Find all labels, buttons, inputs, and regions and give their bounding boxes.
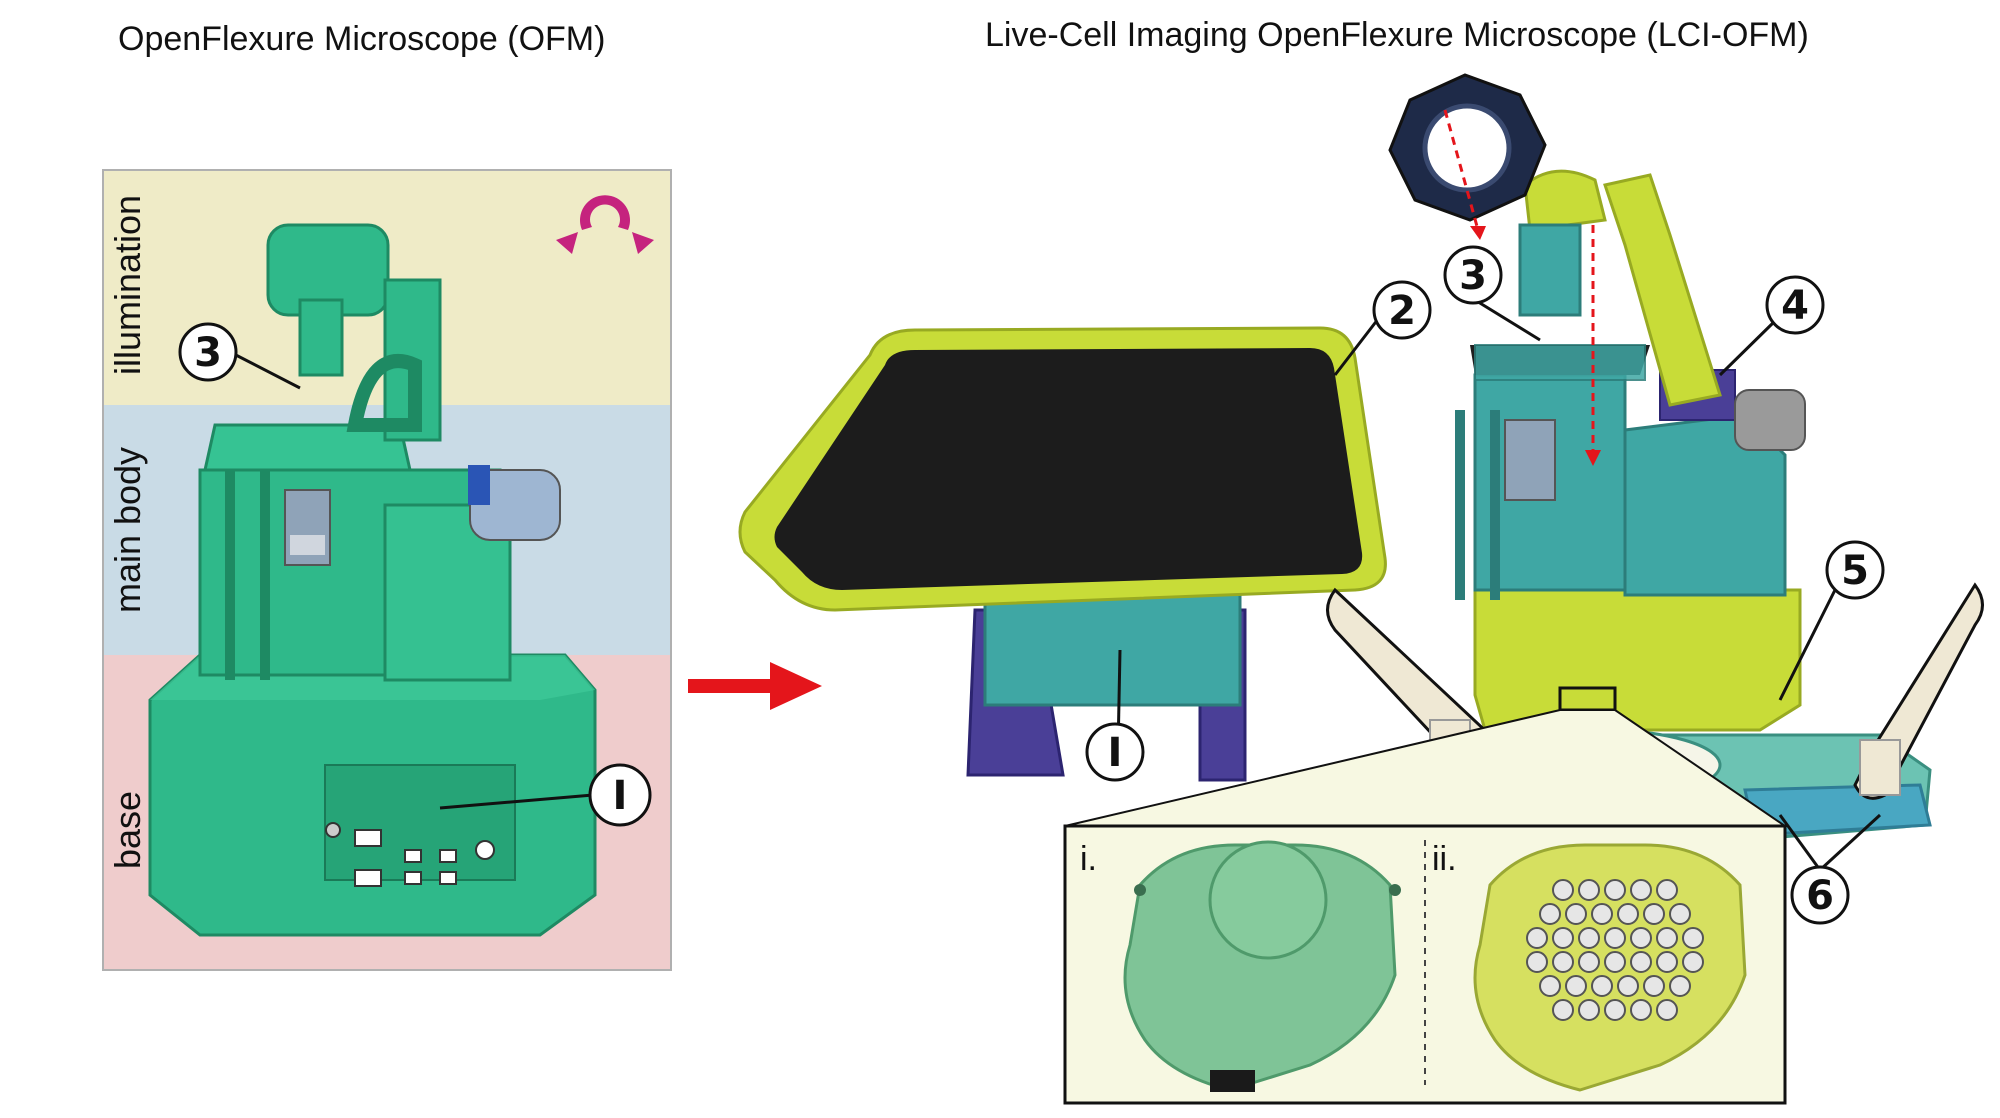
- inset-label-ii: ii.: [1432, 840, 1457, 878]
- callout-circle: [1443, 245, 1503, 305]
- well: [1539, 975, 1561, 997]
- title-ofm: OpenFlexure Microscope (OFM): [118, 20, 606, 58]
- light-path-arrowhead: [1470, 226, 1486, 240]
- transition-arrow: [688, 662, 822, 710]
- callout-circle: [1765, 275, 1825, 335]
- well: [1656, 879, 1678, 901]
- well: [1630, 999, 1652, 1021]
- ofm-microscope-illustration: [148, 223, 597, 937]
- well: [1630, 879, 1652, 901]
- well: [1552, 951, 1574, 973]
- well: [1552, 927, 1574, 949]
- leader-line: [1818, 813, 1882, 872]
- well: [1643, 903, 1665, 925]
- leader-line: [1474, 298, 1541, 342]
- well: [1565, 975, 1587, 997]
- well: [1656, 999, 1678, 1021]
- well: [1578, 951, 1600, 973]
- well: [1656, 927, 1678, 949]
- well: [1591, 903, 1613, 925]
- well: [1552, 999, 1574, 1021]
- callout-5: 5: [1841, 548, 1869, 594]
- well: [1630, 951, 1652, 973]
- well: [1578, 999, 1600, 1021]
- light-path-line: [1443, 109, 1480, 231]
- well: [1682, 927, 1704, 949]
- callout-circle: [588, 763, 652, 827]
- insert-ring-illustration: [1388, 73, 1547, 222]
- well: [1604, 879, 1626, 901]
- well: [1578, 879, 1600, 901]
- well: [1526, 951, 1548, 973]
- well: [1552, 879, 1574, 901]
- insert-ii-illustration: [1473, 843, 1747, 1092]
- callout-2: 2: [1388, 288, 1416, 334]
- well: [1604, 999, 1626, 1021]
- inset-label-i: i.: [1080, 840, 1097, 878]
- light-path-arrowhead: [1585, 450, 1601, 466]
- band-label-main-body: main body: [107, 447, 148, 613]
- callout-I-left: I: [613, 773, 628, 819]
- callout-circle: [1085, 722, 1145, 782]
- well: [1669, 903, 1691, 925]
- callout-3-left: 3: [194, 330, 222, 376]
- leader-line: [439, 793, 594, 810]
- well: [1539, 903, 1561, 925]
- band-label-illumination: illumination: [107, 195, 148, 375]
- ofm-panel: illumination main body base: [102, 169, 672, 971]
- well: [1656, 951, 1678, 973]
- callout-3-right: 3: [1459, 253, 1487, 299]
- title-lci-ofm: Live-Cell Imaging OpenFlexure Microscope…: [985, 16, 1809, 54]
- well: [1526, 927, 1548, 949]
- callout-6: 6: [1806, 873, 1834, 919]
- well: [1682, 951, 1704, 973]
- callout-circle: [178, 322, 238, 382]
- well: [1617, 975, 1639, 997]
- well: [1630, 927, 1652, 949]
- band-label-base: base: [107, 791, 148, 869]
- well: [1604, 951, 1626, 973]
- well: [1591, 975, 1613, 997]
- callout-4: 4: [1781, 283, 1809, 329]
- well: [1669, 975, 1691, 997]
- leader-line: [1718, 318, 1778, 377]
- callout-I-right: I: [1108, 730, 1123, 776]
- insert-i-illustration: [1123, 840, 1401, 1092]
- leader-line: [1778, 814, 1822, 871]
- callout-circle: [1790, 865, 1850, 925]
- well-grid: [1526, 879, 1704, 1021]
- callout-circle: [1372, 280, 1432, 340]
- leader-line: [229, 350, 301, 390]
- well: [1578, 927, 1600, 949]
- touchscreen-illustration: [738, 326, 1387, 782]
- well: [1643, 975, 1665, 997]
- ofm-panel-border: [102, 169, 672, 971]
- well: [1604, 927, 1626, 949]
- well: [1617, 903, 1639, 925]
- leader-line: [1778, 589, 1837, 701]
- callout-circle: [1825, 540, 1885, 600]
- well: [1565, 903, 1587, 925]
- openflexure-logo-icon: [556, 195, 654, 254]
